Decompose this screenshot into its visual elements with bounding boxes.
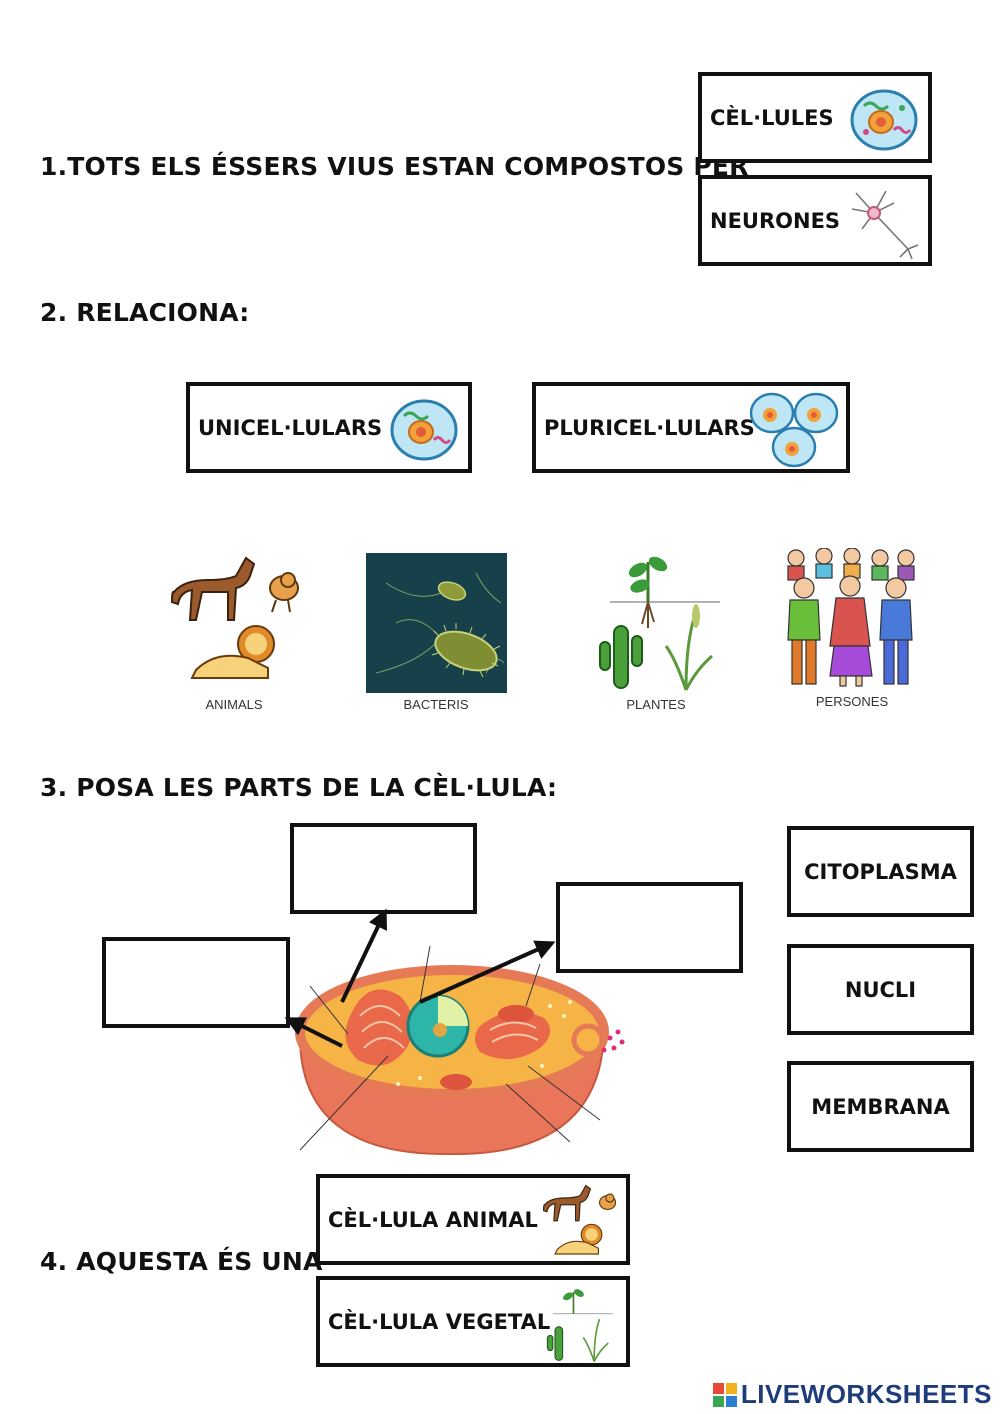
logo-icon [712,1382,737,1407]
question-2-text: 2. RELACIONA: [40,298,250,327]
people-caption: PERSONES [815,694,889,709]
neuron-icon [851,190,919,260]
option-label: CITOPLASMA [804,859,957,884]
option-label: PLURICEL·LULARS [544,415,755,440]
animals-image[interactable] [164,552,304,692]
option-unicelulars[interactable]: UNICEL·LULARS [186,382,472,473]
answer-blank-left[interactable] [102,937,290,1028]
option-celula-vegetal[interactable]: CÈL·LULA VEGETAL [316,1276,630,1367]
option-label: UNICEL·LULARS [198,415,383,440]
bacteria-image[interactable] [366,553,507,693]
question-1-text: 1.TOTS ELS ÉSSERS VIUS ESTAN COMPOSTOS P… [40,152,749,181]
option-label: MEMBRANA [811,1094,950,1119]
answer-blank-right[interactable] [556,882,743,973]
multiple-cells-icon [749,392,839,468]
plants-caption: PLANTES [626,697,686,712]
option-celules[interactable]: CÈL·LULES [698,72,932,163]
option-label: CÈL·LULES [710,105,834,130]
plants-image[interactable] [590,550,730,692]
cell-icon [850,89,918,151]
animals-icon [542,1184,617,1255]
logo-text: LIVEWORKSHEETS [740,1379,992,1409]
liveworksheets-logo: LIVEWORKSHEETS [712,1379,992,1410]
question-4-text: 4. AQUESTA ÉS UNA [40,1247,323,1276]
answer-blank-top[interactable] [290,823,477,914]
option-label: NEURONES [710,208,841,233]
cell-icon [390,399,458,461]
option-pluricelulars[interactable]: PLURICEL·LULARS [532,382,850,473]
animals-caption: ANIMALS [205,697,263,712]
cell-diagram [284,908,625,1156]
question-3-text: 3. POSA LES PARTS DE LA CÈL·LULA: [40,773,558,802]
bacteria-caption: BACTERIS [403,697,469,712]
option-label: CÈL·LULA ANIMAL [328,1207,538,1232]
people-image[interactable] [780,548,922,690]
option-nucli[interactable]: NUCLI [787,944,974,1035]
option-label: NUCLI [844,977,917,1002]
option-celula-animal[interactable]: CÈL·LULA ANIMAL [316,1174,630,1265]
plants-icon [546,1289,613,1362]
option-neurones[interactable]: NEURONES [698,175,932,266]
option-label: CÈL·LULA VEGETAL [328,1309,551,1334]
option-citoplasma[interactable]: CITOPLASMA [787,826,974,917]
option-membrana[interactable]: MEMBRANA [787,1061,974,1152]
